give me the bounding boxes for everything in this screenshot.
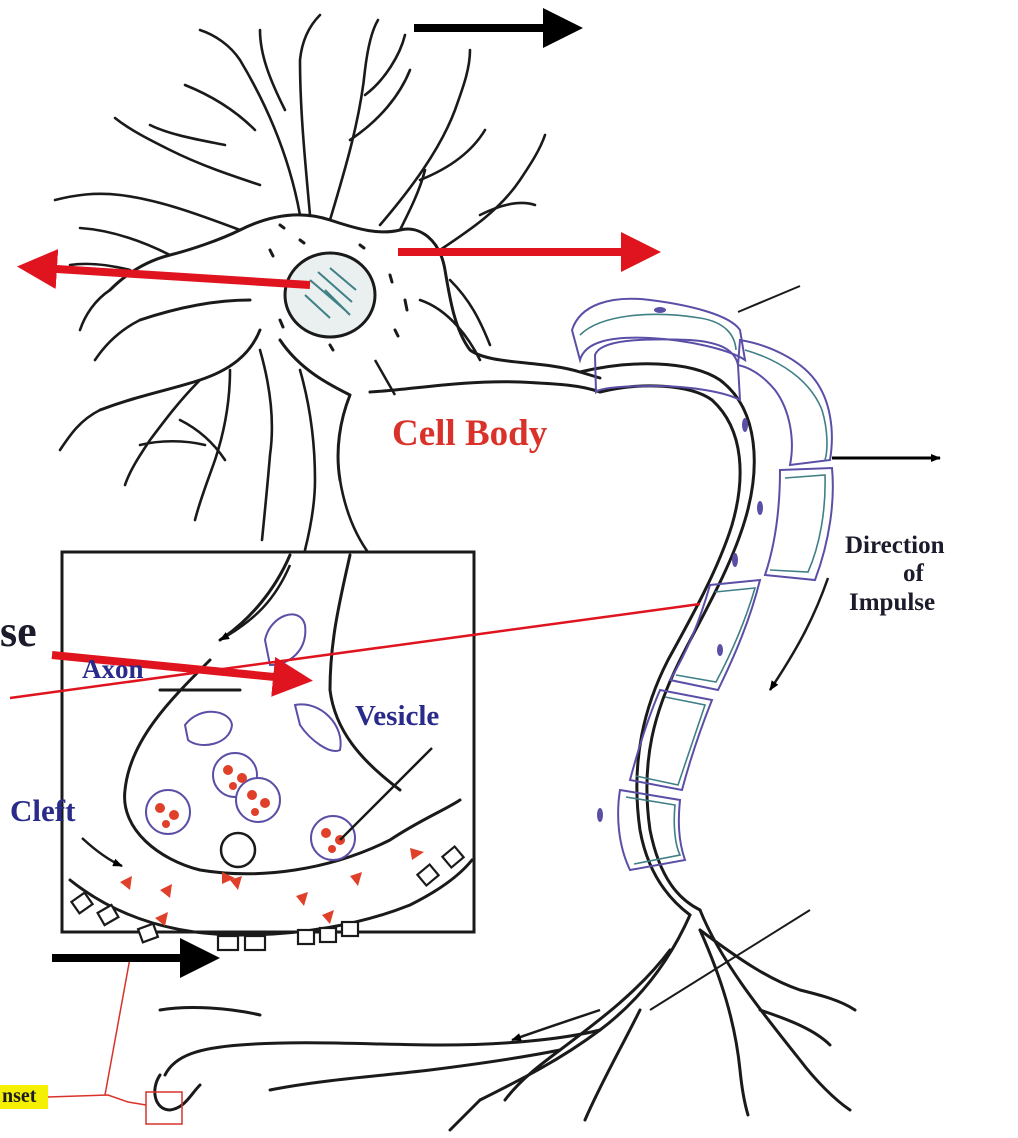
- terminal-pointer: [650, 910, 810, 1010]
- myelin-inner: [580, 314, 827, 864]
- impulse-arrow-terminal: [512, 1010, 600, 1040]
- se-fragment-label: se: [0, 606, 37, 657]
- axon: [580, 364, 754, 915]
- direction-label-line3: Impulse: [849, 589, 935, 617]
- axon-label: Axon: [82, 654, 144, 685]
- impulse-arrow-axon: [770, 578, 828, 690]
- red-arrow-left: [25, 267, 310, 285]
- nucleus: [285, 253, 375, 337]
- direction-label-line2: of: [903, 560, 924, 588]
- synapse-inset-box: [62, 552, 474, 932]
- direction-label-line1: Direction: [845, 532, 945, 560]
- myelin-sheath: [572, 299, 833, 870]
- inset-label: nset: [2, 1085, 36, 1108]
- node-pointer-top: [738, 286, 800, 312]
- vesicle-label: Vesicle: [355, 700, 439, 733]
- cell-body-label: Cell Body: [392, 412, 547, 455]
- cleft-label: Cleft: [10, 793, 75, 829]
